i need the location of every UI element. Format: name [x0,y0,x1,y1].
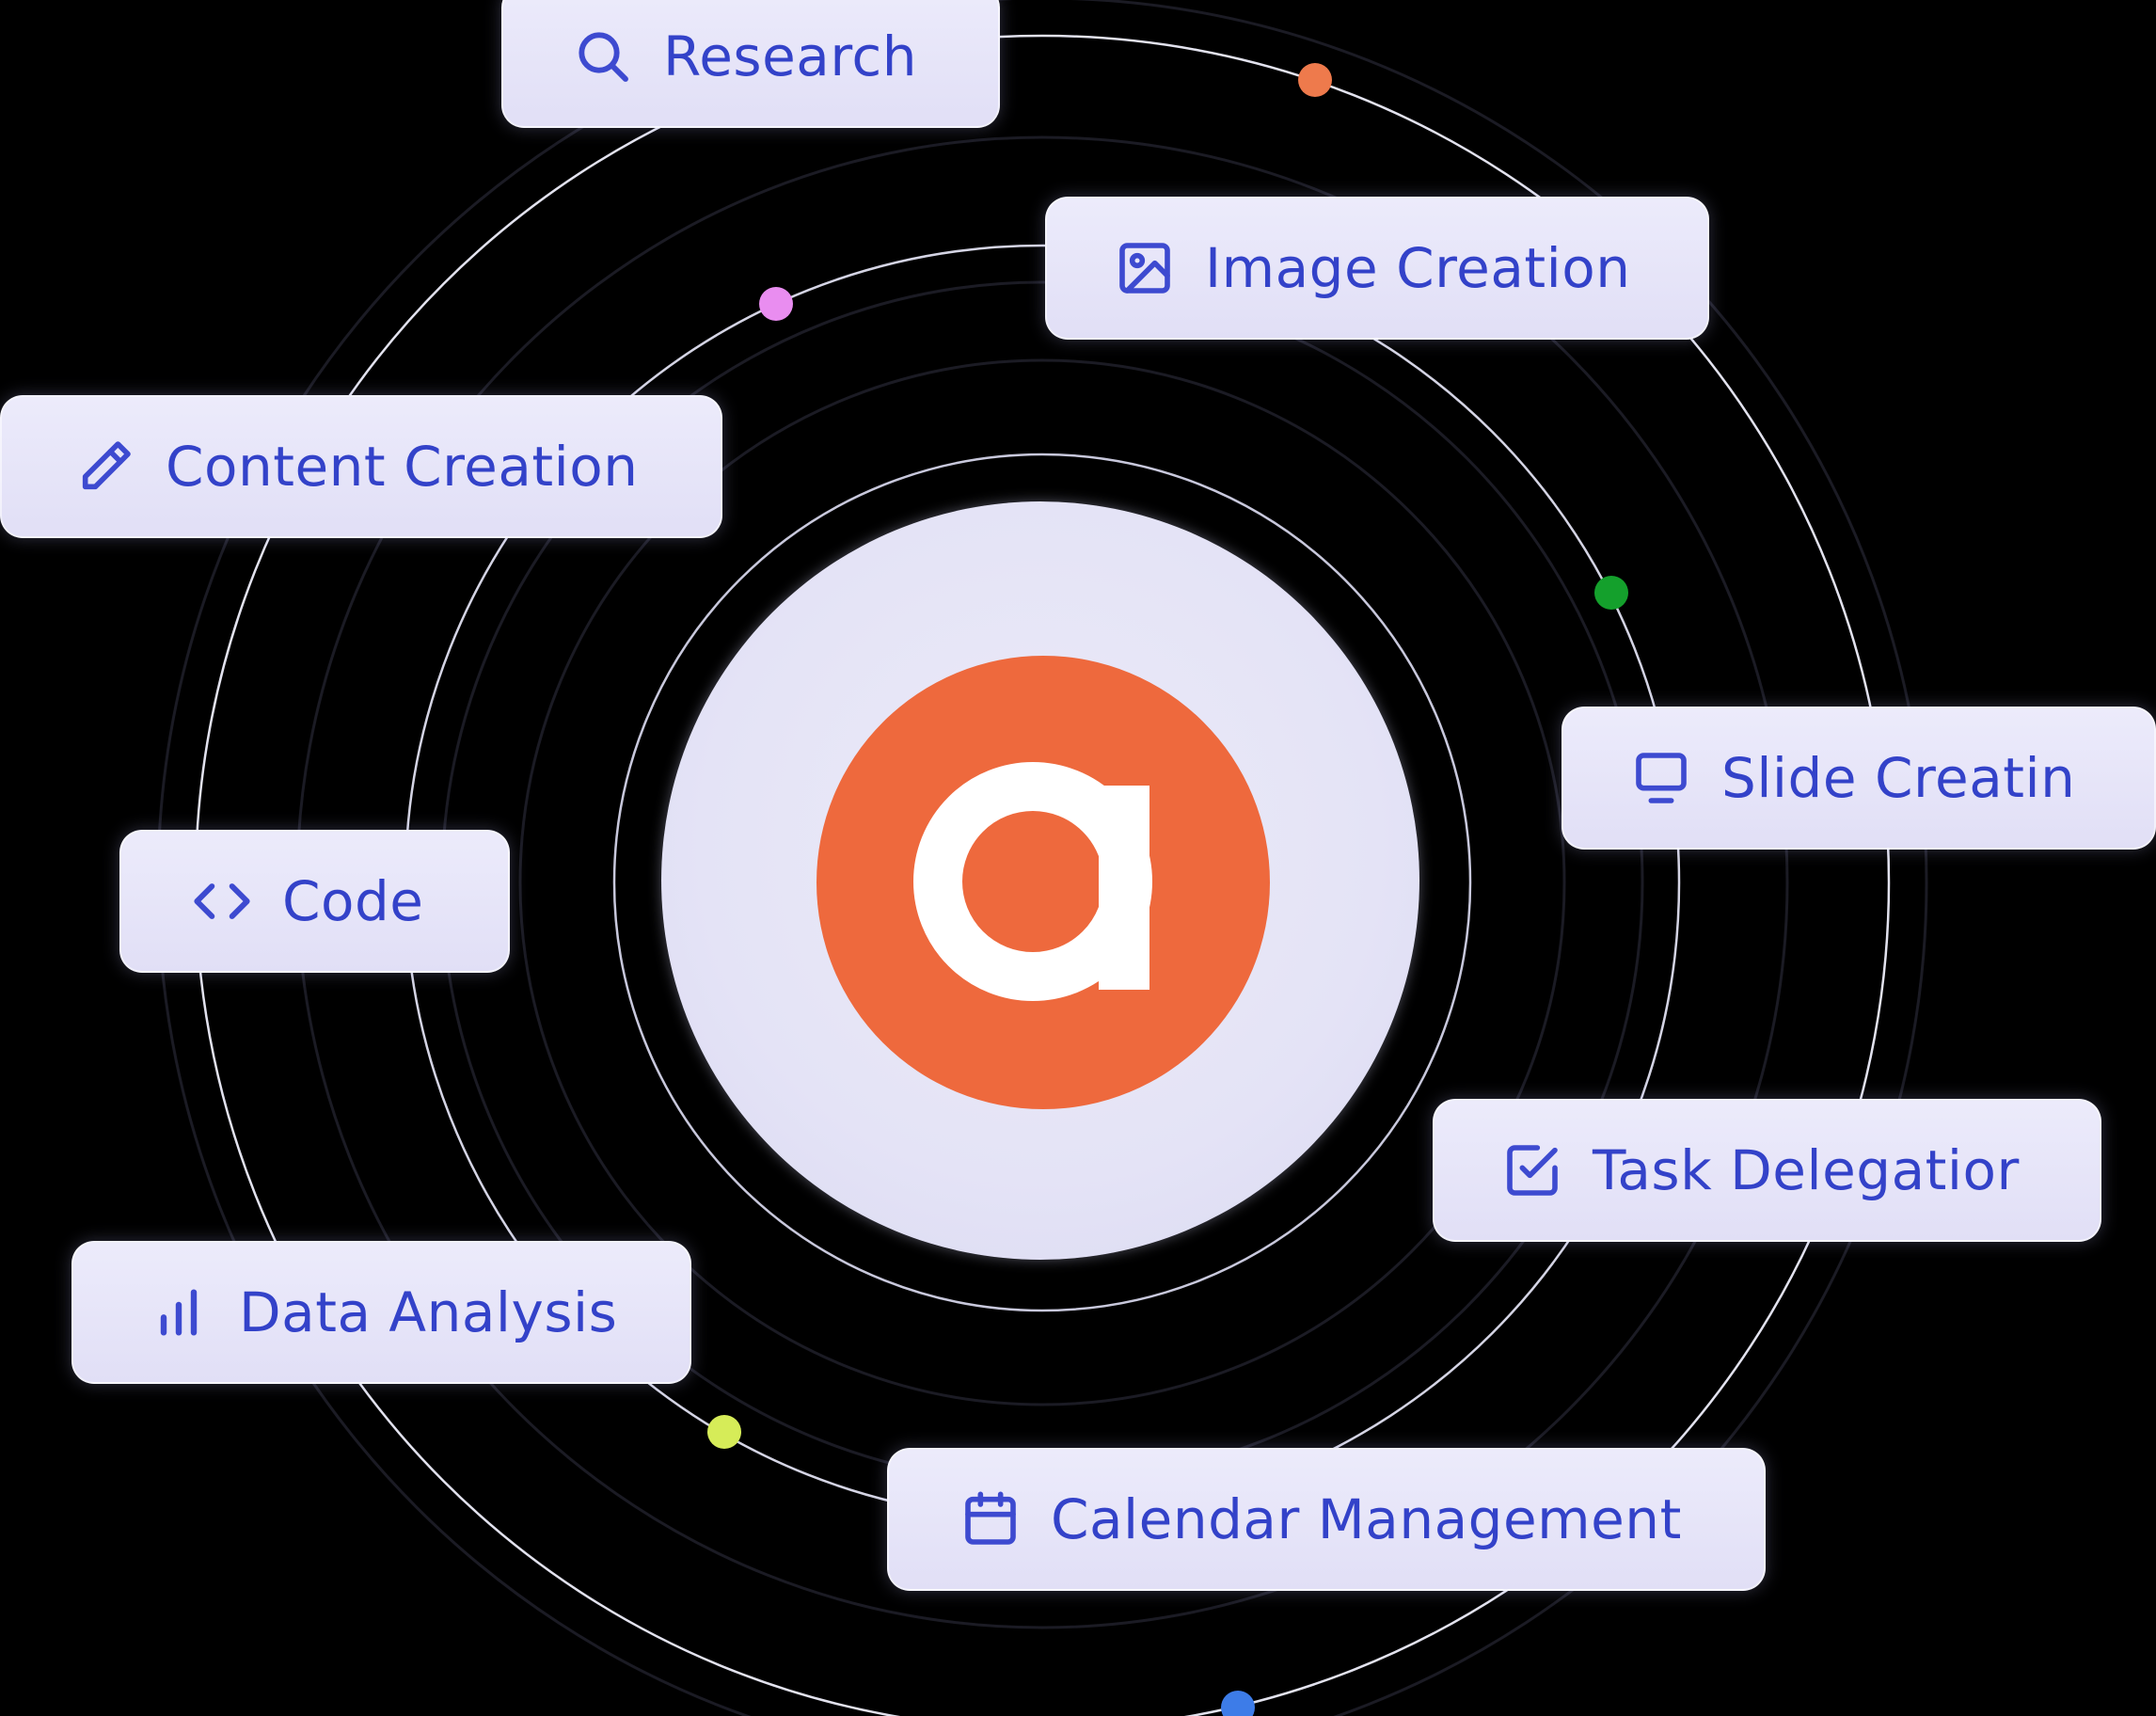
capability-label: Slide Creatin [1721,746,2076,810]
capability-slide-creation[interactable]: Slide Creatin [1562,707,2156,850]
brand-a-icon [913,762,1152,1001]
search-icon [571,24,635,88]
capability-label: Task Delegatior [1593,1138,2020,1202]
code-icon [190,869,254,933]
orbit-dot-blue [1221,1691,1255,1716]
orbit-dot-green [1594,576,1628,610]
capability-label: Calendar Management [1051,1487,1682,1551]
pencil-icon [73,435,137,499]
capability-research[interactable]: Research [501,0,1000,128]
capability-image-creation[interactable]: Image Creation [1045,197,1709,340]
capability-calendar-management[interactable]: Calendar Management [887,1448,1766,1591]
capability-code[interactable]: Code [119,830,510,973]
capability-task-delegation[interactable]: Task Delegatior [1433,1099,2101,1242]
orbit-dot-lime [707,1415,741,1449]
capability-label: Code [282,869,424,933]
brand-a-logo [816,656,1270,1109]
capability-data-analysis[interactable]: Data Analysis [71,1241,691,1384]
checkbox-icon [1500,1138,1564,1202]
orbit-dot-pink [759,287,793,321]
orbit-dot-orange [1298,63,1332,97]
capability-label: Content Creation [166,435,639,499]
capability-label: Data Analysis [239,1280,618,1344]
calendar-icon [959,1487,1023,1551]
capability-content-creation[interactable]: Content Creation [0,395,722,538]
bar-chart-icon [147,1280,211,1344]
capability-label: Image Creation [1205,236,1631,300]
monitor-icon [1629,746,1693,810]
image-icon [1113,236,1177,300]
capability-label: Research [663,24,918,88]
